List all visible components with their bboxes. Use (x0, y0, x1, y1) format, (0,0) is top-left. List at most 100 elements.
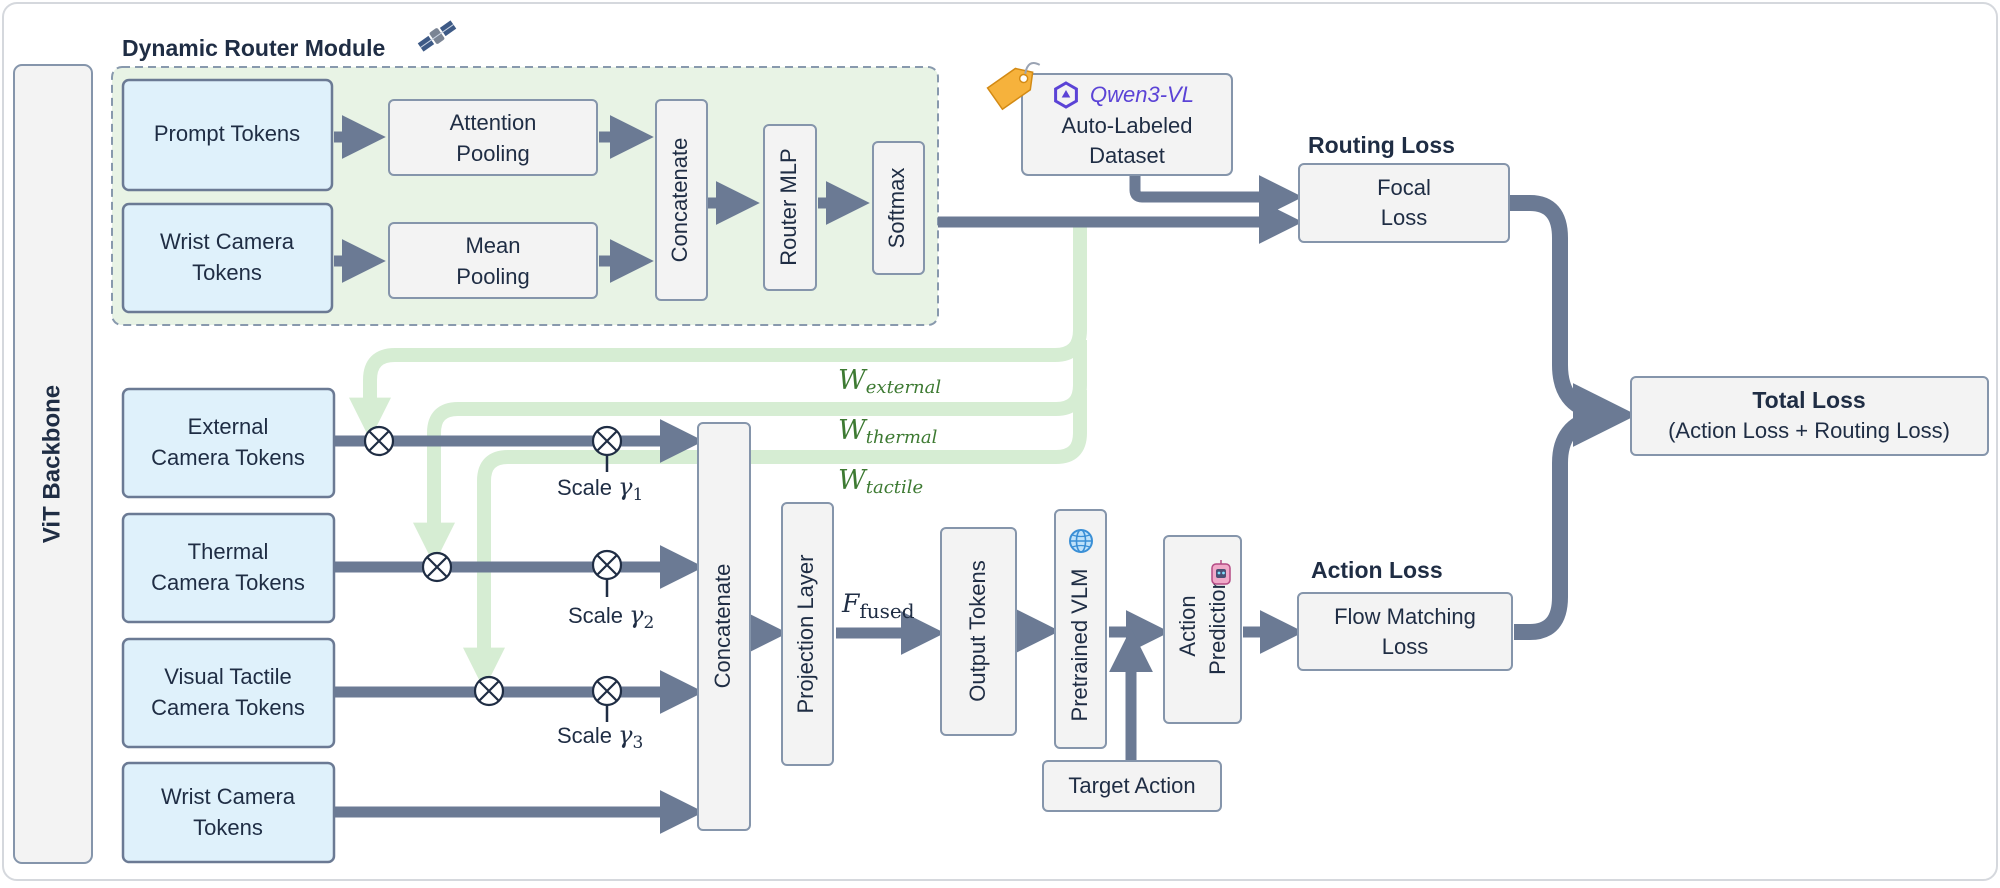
scale3-symbol: γ (618, 721, 633, 749)
w-thermal-label: Wthermal (838, 415, 938, 448)
f-fused-label: Ffused (841, 589, 915, 623)
mean-pooling-label-1: Mean (465, 233, 520, 258)
router-wrist-label-2: Tokens (192, 260, 262, 285)
total-loss-box (1630, 376, 1989, 456)
router-title: Dynamic Router Module (122, 35, 385, 61)
multiply-nodes (363, 425, 623, 707)
focal-loss-box (1298, 163, 1510, 243)
router-wrist-label-1: Wrist Camera (160, 229, 295, 254)
scale1-prefix: Scale (557, 475, 618, 500)
qwen-logo-icon (1054, 81, 1078, 109)
softmax-label: Softmax (884, 168, 909, 249)
mean-pooling-box (388, 222, 598, 299)
multiply-tactile-weight-node (473, 675, 505, 707)
w-external-label: Wexternal (838, 365, 941, 398)
main-concatenate-box (697, 422, 751, 831)
action-loss-title: Action Loss (1311, 557, 1443, 583)
tag-icon (986, 62, 1041, 111)
main-concatenate-label: Concatenate (710, 564, 735, 689)
vit-backbone (13, 64, 93, 864)
external-camera-tokens-box (121, 387, 336, 499)
total-loss-subtitle: (Action Loss + Routing Loss) (1668, 418, 1950, 443)
multiply-thermal-weight-node (421, 551, 453, 583)
scale1-symbol: γ (618, 473, 633, 501)
multiply-external-weight-node (363, 425, 395, 457)
scale-gamma2-label: Scale γ2 (568, 601, 654, 633)
robot-icon (1211, 560, 1231, 585)
w-external-symbol: W (838, 365, 868, 396)
w-tactile-symbol: W (838, 465, 868, 496)
external-tokens-label-1: External (188, 414, 269, 439)
vit-backbone-label: ViT Backbone (38, 385, 65, 543)
scale1-sub: 1 (633, 485, 644, 505)
multiply-external-scale-node (591, 425, 623, 457)
router-concatenate-label: Concatenate (667, 138, 692, 263)
external-tokens-label-2: Camera Tokens (151, 445, 305, 470)
thermal-tokens-label-2: Camera Tokens (151, 570, 305, 595)
dataset-label-1: Auto-Labeled (1062, 113, 1193, 138)
attention-pooling-label-1: Attention (450, 110, 537, 135)
softmax-box (872, 141, 925, 275)
projection-layer-box (781, 502, 834, 766)
weight-paths (349, 222, 1087, 690)
output-tokens-box (940, 527, 1017, 736)
scale2-prefix: Scale (568, 603, 629, 628)
router-mlp-label: Router MLP (776, 148, 801, 265)
visual-tactile-camera-tokens-box (121, 637, 336, 749)
thermal-camera-tokens-box (121, 512, 336, 624)
scale2-symbol: γ (629, 601, 644, 629)
focal-loss-label-2: Loss (1381, 205, 1427, 230)
globe-icon (1069, 529, 1093, 553)
dataset-label-2: Dataset (1089, 143, 1165, 168)
prompt-tokens-label: Prompt Tokens (154, 121, 300, 146)
pretrained-vlm-box (1054, 509, 1107, 749)
prompt-tokens-box (121, 78, 334, 192)
f-fused-symbol: F (841, 589, 861, 618)
target-action-label: Target Action (1068, 773, 1195, 798)
wrist-camera-tokens-box (121, 761, 336, 864)
focal-loss-label-1: Focal (1377, 175, 1431, 200)
attention-pooling-box (388, 99, 598, 176)
tactile-tokens-label-1: Visual Tactile (164, 664, 292, 689)
pretrained-vlm-label: Pretrained VLM (1067, 569, 1092, 722)
thermal-tokens-label-1: Thermal (188, 539, 269, 564)
multiply-thermal-scale-node (591, 549, 623, 581)
f-fused-sub: fused (859, 599, 914, 623)
satellite-icon (417, 20, 457, 52)
flow-matching-label-1: Flow Matching (1334, 604, 1476, 629)
main-arrows (334, 175, 1637, 834)
qwen-brand-label: Qwen3-VL (1090, 82, 1194, 107)
w-thermal-sub: thermal (866, 427, 938, 448)
w-thermal-symbol: W (838, 415, 868, 446)
flow-matching-label-2: Loss (1382, 634, 1428, 659)
wrist-tokens-label-2: Tokens (193, 815, 263, 840)
w-tactile-sub: tactile (866, 477, 923, 498)
attention-pooling-label-2: Pooling (456, 141, 529, 166)
scale3-sub: 3 (633, 733, 644, 753)
scale3-prefix: Scale (557, 723, 618, 748)
w-tactile-label: Wtactile (838, 465, 923, 498)
output-tokens-label: Output Tokens (965, 560, 990, 701)
tactile-tokens-label-2: Camera Tokens (151, 695, 305, 720)
router-concatenate-box (655, 99, 708, 301)
mean-pooling-label-2: Pooling (456, 264, 529, 289)
auto-labeled-dataset-box (1021, 73, 1233, 176)
multiply-tactile-scale-node (591, 675, 623, 707)
flow-matching-loss-box (1297, 592, 1513, 671)
action-prediction-label-1: Action (1175, 595, 1200, 656)
w-external-sub: external (866, 377, 942, 398)
router-arrows (334, 115, 870, 283)
action-prediction-label-2: Prediction (1205, 577, 1230, 675)
total-loss-title: Total Loss (1752, 387, 1865, 413)
router-mlp-box (763, 124, 817, 291)
wrist-tokens-label-1: Wrist Camera (161, 784, 296, 809)
target-action-box (1042, 760, 1222, 812)
scale-gamma1-label: Scale γ1 (557, 473, 643, 505)
routing-loss-title: Routing Loss (1308, 132, 1455, 158)
router-wrist-tokens-box (121, 202, 334, 314)
scale2-sub: 2 (644, 613, 655, 633)
projection-layer-label: Projection Layer (793, 555, 818, 714)
scale-gamma3-label: Scale γ3 (557, 721, 643, 753)
